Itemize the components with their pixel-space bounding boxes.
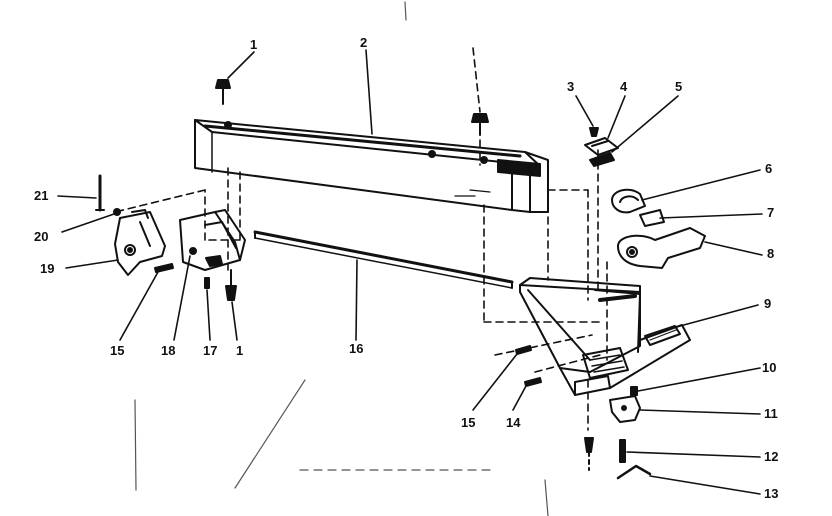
callout-14: 14 xyxy=(506,415,521,430)
callout-12: 12 xyxy=(764,449,779,464)
part-10 xyxy=(630,386,638,396)
callout-19: 19 xyxy=(40,261,55,276)
part-13 xyxy=(616,464,652,480)
small-pin-left xyxy=(154,263,174,273)
screw-bottom-right xyxy=(584,437,594,471)
callout-15-right: 15 xyxy=(461,415,476,430)
callout-1-bottom: 1 xyxy=(236,343,244,358)
screw-bottom-left xyxy=(225,269,237,301)
screw-top-middle xyxy=(471,113,489,136)
part-12 xyxy=(619,439,626,463)
callout-8: 8 xyxy=(767,246,775,261)
callout-7: 7 xyxy=(767,205,775,220)
callout-1-top: 1 xyxy=(250,37,258,52)
fence-rail xyxy=(194,119,549,213)
cap-6 xyxy=(611,188,646,214)
callout-10: 10 xyxy=(762,360,777,375)
leader-lines xyxy=(57,49,763,495)
lever xyxy=(617,227,706,269)
callout-5: 5 xyxy=(675,79,683,94)
small-spring-17 xyxy=(204,277,210,289)
screw-top-left xyxy=(215,79,231,105)
left-bracket xyxy=(179,209,246,271)
callout-9: 9 xyxy=(764,296,772,311)
small-pin-14 xyxy=(524,377,542,387)
callout-21: 21 xyxy=(34,188,49,203)
callout-20: 20 xyxy=(34,229,49,244)
callout-15-left: 15 xyxy=(110,343,125,358)
washer xyxy=(113,208,121,216)
rod xyxy=(253,230,514,289)
left-clamp xyxy=(114,209,166,276)
callout-11: 11 xyxy=(764,406,778,421)
small-pin-right xyxy=(515,345,532,355)
part-7 xyxy=(639,209,665,227)
scan-marks xyxy=(134,1,549,516)
callout-2: 2 xyxy=(360,35,368,50)
callout-3: 3 xyxy=(567,79,575,94)
assembly-dash-lines xyxy=(114,47,608,431)
callout-17: 17 xyxy=(203,343,218,358)
callout-6: 6 xyxy=(765,161,773,176)
callout-18: 18 xyxy=(161,343,176,358)
right-base xyxy=(519,277,691,396)
callout-4: 4 xyxy=(620,79,628,94)
callout-16: 16 xyxy=(349,341,364,356)
clamp-block-11 xyxy=(609,395,641,423)
small-clip-parts xyxy=(584,127,619,167)
callout-13: 13 xyxy=(764,486,779,501)
pin xyxy=(95,174,105,212)
